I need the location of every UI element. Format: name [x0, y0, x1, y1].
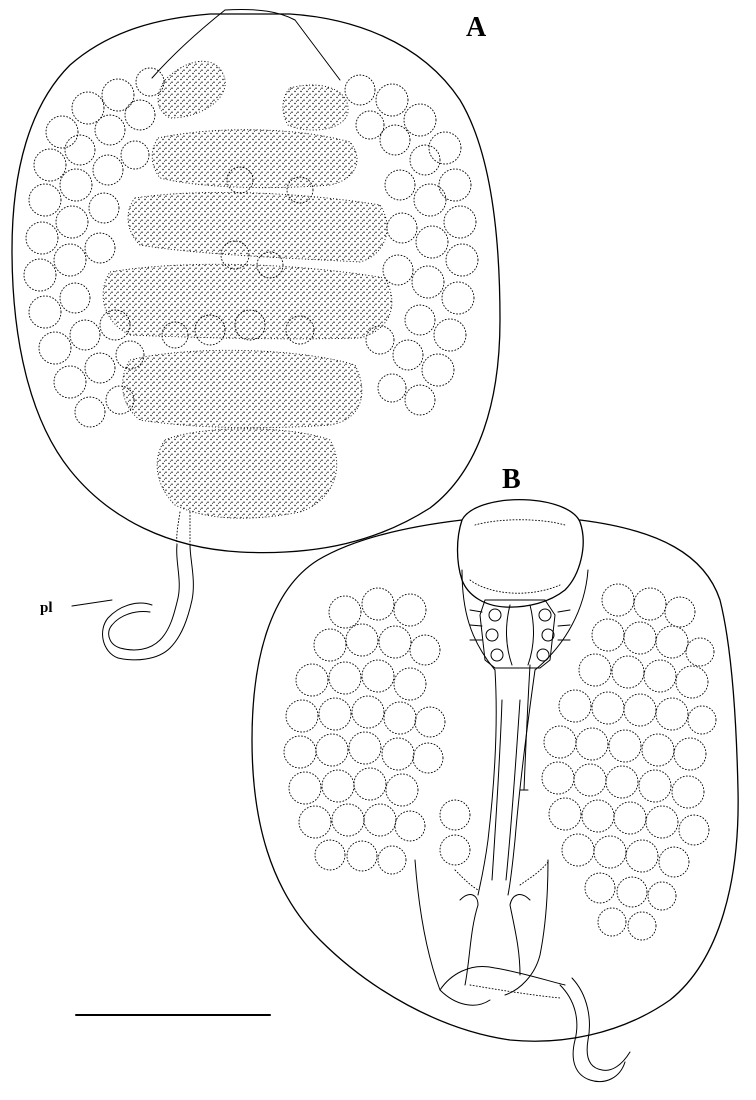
specimen-b-follicles	[283, 583, 717, 941]
panel-b-label: B	[502, 464, 521, 495]
specimen-b-head-dotted	[469, 519, 566, 594]
specimen-a: pl	[11, 9, 501, 661]
pl-label: pl	[40, 600, 53, 616]
specimen-b-lower-dotted	[454, 861, 561, 999]
specimen-b-genital-complex	[469, 599, 571, 669]
specimen-b-side-duct	[519, 664, 531, 791]
specimen-b-central-ducts	[477, 669, 536, 896]
specimen-a-head-arc	[151, 9, 341, 81]
specimen-a-duct-dotted	[176, 511, 191, 546]
specimen-a-pl-duct	[102, 544, 194, 661]
panel-a-label: A	[466, 12, 487, 43]
specimen-b-body-outline	[251, 519, 739, 1042]
specimen-b-head	[456, 499, 584, 608]
specimen-b-funnel	[461, 569, 589, 671]
specimen-b-tail-duct	[559, 977, 631, 1083]
specimen-a-body-outline	[11, 13, 501, 554]
specimen-a-stippled-masses	[102, 60, 393, 519]
specimen-b-lower-structures	[414, 859, 566, 1006]
pl-leader-line	[71, 599, 113, 607]
specimen-b	[251, 499, 739, 1083]
